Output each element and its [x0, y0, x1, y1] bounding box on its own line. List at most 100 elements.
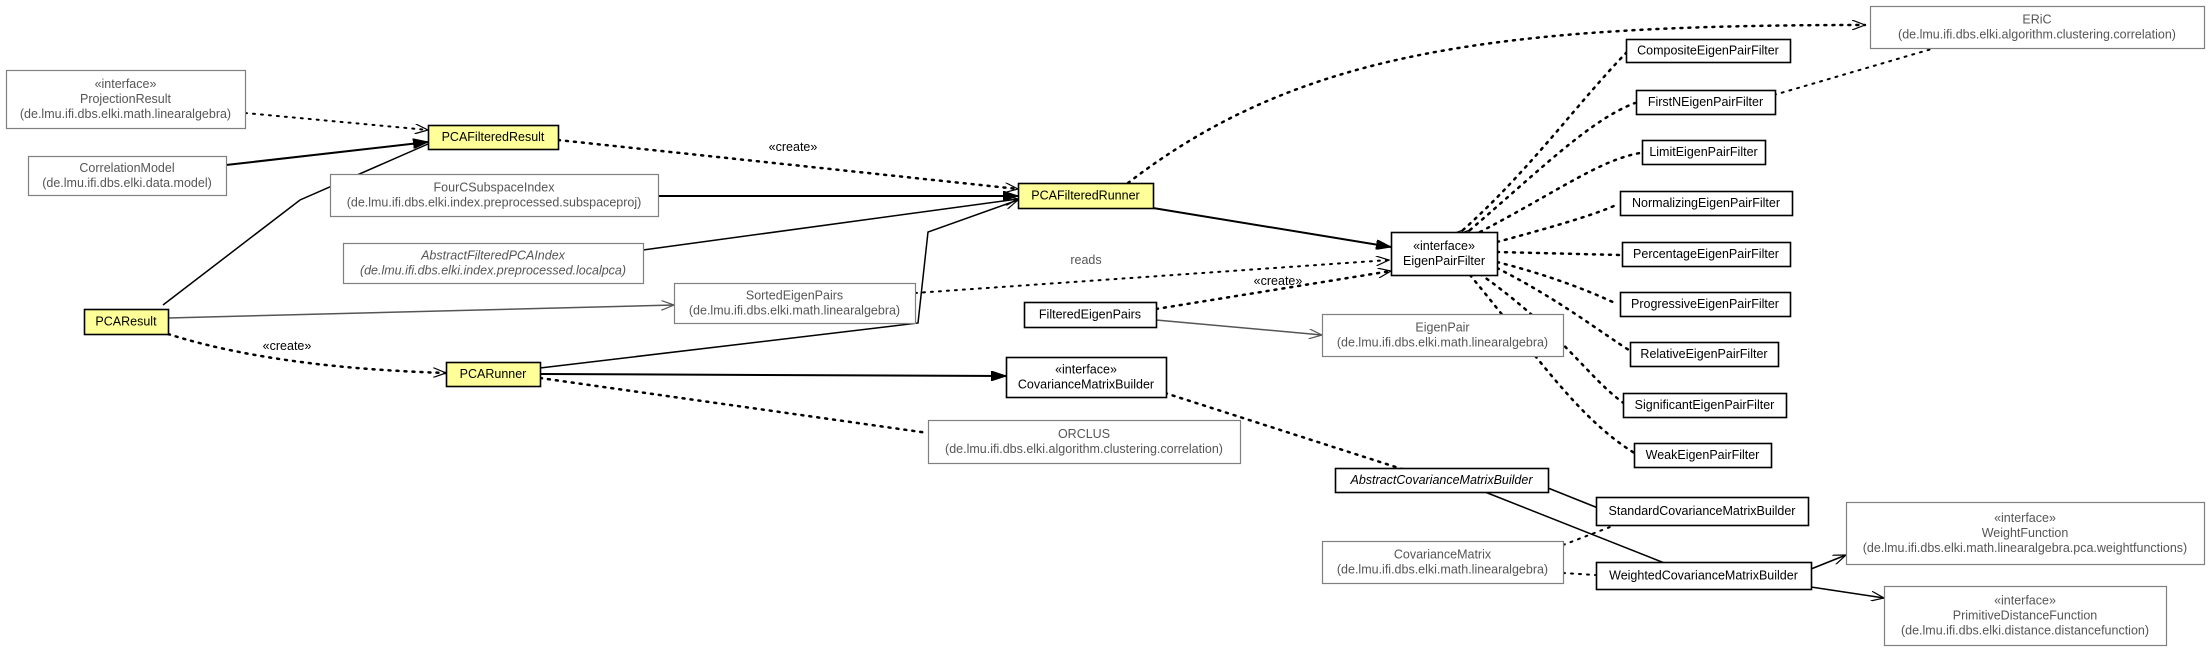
node-projection-result: «interface»ProjectionResult(de.lmu.ifi.d… — [5, 69, 247, 130]
node-box — [1005, 356, 1168, 399]
class-name: CovarianceMatrixBuilder — [1018, 378, 1154, 392]
node-eigenpair-filter: «interface»EigenPairFilter — [1390, 231, 1499, 277]
edge-covbuilder-abstractcovbuilder — [1163, 391, 1407, 472]
class-name: AbstractFilteredPCAIndex — [420, 249, 566, 263]
edge-progressive-eigenpairfilter — [1497, 262, 1619, 306]
class-name: SortedEigenPairs — [746, 289, 843, 303]
class-name: WeightFunction — [1982, 526, 2069, 540]
class-name: ERiC — [2022, 13, 2051, 27]
edge-covariancematrix-weighted — [1562, 572, 1596, 576]
node-box — [5, 69, 247, 130]
class-name: PCAFilteredRunner — [1031, 189, 1139, 203]
package-label: (de.lmu.ifi.dbs.elki.data.model) — [42, 176, 212, 190]
node-box — [445, 361, 542, 388]
node-box — [1629, 341, 1780, 368]
node-abstract-covariance-matrix-builder: AbstractCovarianceMatrixBuilder — [1334, 467, 1550, 494]
node-box — [1595, 496, 1810, 527]
node-box — [1334, 467, 1550, 494]
edge-labels: «create» reads «create» «create» — [263, 140, 1303, 353]
class-name: SignificantEigenPairFilter — [1635, 398, 1775, 412]
node-abstract-filtered-pca-index: AbstractFilteredPCAIndex(de.lmu.ifi.dbs.… — [342, 242, 645, 285]
node-box — [1595, 561, 1813, 591]
node-firstn-filter: FirstNEigenPairFilter — [1635, 89, 1777, 116]
node-box — [1622, 392, 1788, 419]
class-name: PCAFilteredResult — [442, 130, 545, 144]
node-box — [1321, 313, 1565, 358]
class-name: PCAResult — [95, 315, 157, 329]
class-name: PCARunner — [460, 367, 527, 381]
label-reads: reads — [1070, 253, 1101, 267]
class-name: CorrelationModel — [79, 161, 174, 175]
node-fourc-index: FourCSubspaceIndex(de.lmu.ifi.dbs.elki.i… — [329, 173, 660, 218]
node-box — [1845, 501, 2206, 566]
node-box — [1883, 585, 2168, 647]
node-box — [1017, 182, 1155, 210]
node-limit-filter: LimitEigenPairFilter — [1641, 139, 1767, 166]
node-box — [1619, 291, 1792, 318]
class-name: LimitEigenPairFilter — [1649, 145, 1757, 159]
node-primitive-distance-function: «interface»PrimitiveDistanceFunction(de.… — [1883, 585, 2168, 647]
class-name: ProjectionResult — [80, 92, 172, 106]
edge-pcarunner-covbuilder — [539, 374, 1006, 376]
edge-pcafilteredrunner-eric — [1126, 25, 1867, 185]
node-pca-result: PCAResult — [83, 308, 170, 336]
edge-pcafilteredrunner-eigenpairfilter — [1152, 207, 1391, 247]
edge-normalizing-eigenpairfilter — [1497, 202, 1620, 242]
package-label: (de.lmu.ifi.dbs.elki.algorithm.clusterin… — [945, 442, 1223, 456]
edge-pcarunner-pcafilteredrunner — [539, 200, 1018, 369]
edge-filteredeigenpairs-eigenpairfilter — [1154, 271, 1391, 311]
node-box — [1635, 89, 1777, 116]
package-label: (de.lmu.ifi.dbs.elki.math.linearalgebra) — [689, 304, 900, 318]
class-name: NormalizingEigenPairFilter — [1632, 196, 1780, 210]
package-label: (de.lmu.ifi.dbs.elki.math.linearalgebra) — [1337, 336, 1548, 350]
node-box — [673, 282, 917, 325]
node-relative-filter: RelativeEigenPairFilter — [1629, 341, 1780, 368]
edge-abstractcov-standard — [1547, 487, 1599, 509]
node-weighted-covariance-matrix-builder: WeightedCovarianceMatrixBuilder — [1595, 561, 1813, 591]
class-name: WeakEigenPairFilter — [1646, 448, 1760, 462]
node-eric: ERiC(de.lmu.ifi.dbs.elki.algorithm.clust… — [1869, 5, 2206, 50]
class-name: PercentageEigenPairFilter — [1633, 247, 1779, 261]
label-create-filter: «create» — [1254, 274, 1303, 288]
node-filtered-eigenpairs: FilteredEigenPairs — [1023, 301, 1158, 329]
class-name: AbstractCovarianceMatrixBuilder — [1349, 473, 1533, 487]
edge-projectionresult-pcafilteredresult — [244, 112, 428, 130]
node-normalizing-filter: NormalizingEigenPairFilter — [1619, 190, 1794, 217]
edge-firstn-eric — [1773, 47, 1936, 96]
node-significant-filter: SignificantEigenPairFilter — [1622, 392, 1788, 419]
node-orclus: ORCLUS(de.lmu.ifi.dbs.elki.algorithm.clu… — [927, 419, 1242, 465]
edges — [162, 25, 1936, 598]
node-eigenpair: EigenPair(de.lmu.ifi.dbs.elki.math.linea… — [1321, 313, 1565, 358]
edge-weighted-weightfunction — [1810, 554, 1846, 570]
edge-correlationmodel-pcafilteredresult — [225, 142, 428, 166]
node-pca-filtered-result: PCAFilteredResult — [427, 124, 560, 151]
node-box — [1625, 38, 1792, 64]
class-name: EigenPair — [1415, 321, 1469, 335]
node-box — [342, 242, 645, 285]
node-composite-filter: CompositeEigenPairFilter — [1625, 38, 1792, 64]
edge-weighted-primitivedistance — [1810, 586, 1884, 598]
node-correlation-model: CorrelationModel(de.lmu.ifi.dbs.elki.dat… — [27, 155, 228, 197]
node-progressive-filter: ProgressiveEigenPairFilter — [1619, 291, 1792, 318]
package-label: (de.lmu.ifi.dbs.elki.math.linearalgebra.… — [1863, 541, 2187, 555]
label-create-filtered: «create» — [769, 140, 818, 154]
node-box — [1390, 231, 1499, 277]
class-name: EigenPairFilter — [1403, 254, 1485, 268]
node-weak-filter: WeakEigenPairFilter — [1633, 442, 1773, 469]
edge-weak-eigenpairfilter — [1470, 275, 1638, 456]
package-label: (de.lmu.ifi.dbs.elki.index.preprocessed.… — [360, 264, 626, 278]
node-box — [1621, 241, 1792, 268]
edge-covariancematrix-standard — [1562, 523, 1619, 546]
node-box — [1633, 442, 1773, 469]
edge-abstractcov-weighted — [1484, 491, 1673, 567]
node-box — [927, 419, 1242, 465]
node-box — [1641, 139, 1767, 166]
package-label: (de.lmu.ifi.dbs.elki.math.linearalgebra) — [1337, 563, 1548, 577]
class-name: StandardCovarianceMatrixBuilder — [1609, 504, 1796, 518]
edge-filteredeigenpairs-eigenpair — [1155, 319, 1322, 335]
class-name: WeightedCovarianceMatrixBuilder — [1609, 569, 1798, 583]
node-box — [83, 308, 170, 336]
edge-firstn-eigenpairfilter — [1470, 101, 1637, 230]
node-standard-covariance-matrix-builder: StandardCovarianceMatrixBuilder — [1595, 496, 1810, 527]
